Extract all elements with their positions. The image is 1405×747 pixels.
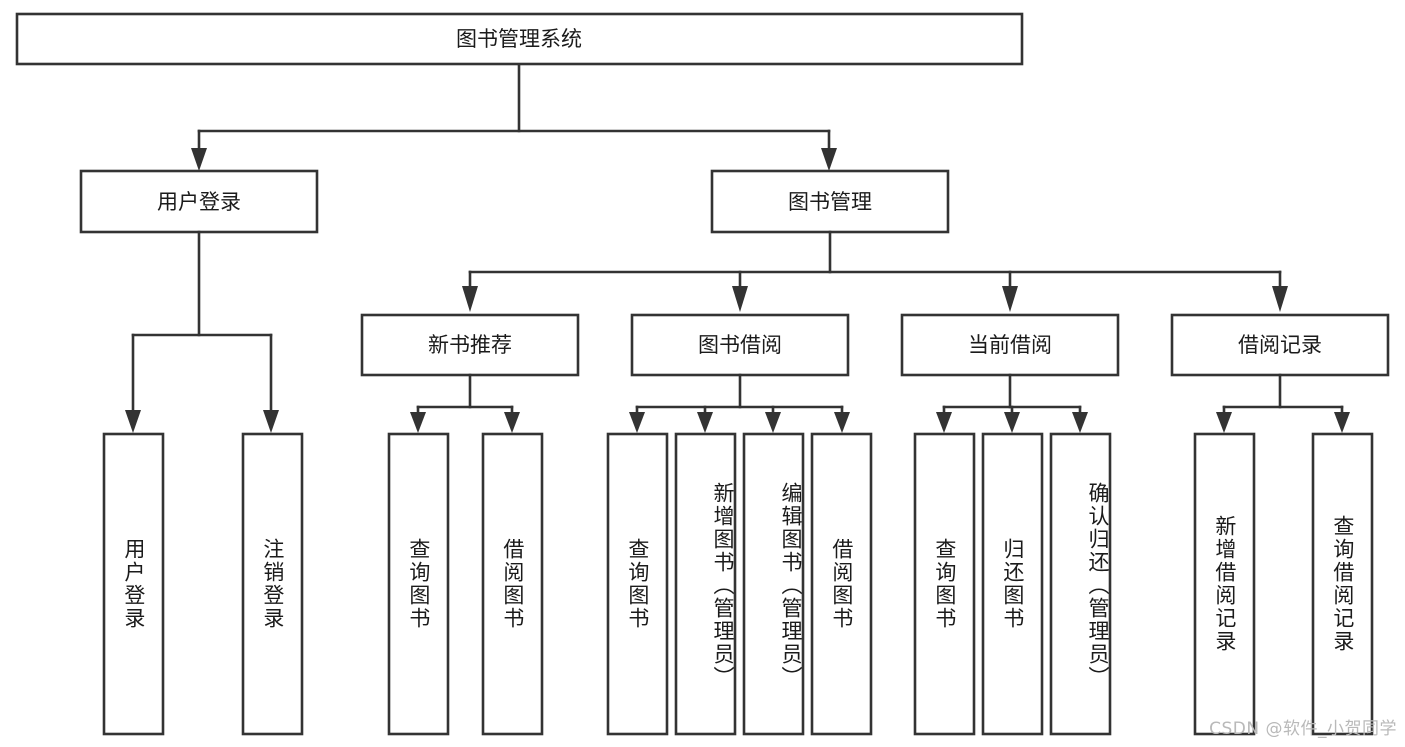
leaf-boxes	[102, 432, 1374, 736]
leaf-box-add-record	[1193, 432, 1256, 736]
node-book-manage-label: 图书管理	[788, 190, 872, 214]
leaf-box-query-book-1	[387, 432, 450, 736]
node-root-label: 图书管理系统	[456, 27, 582, 51]
connector-new-book-recommend-to-leaves	[410, 373, 520, 433]
node-user-login-label: 用户登录	[157, 190, 241, 214]
connector-book-manage-to-level3	[462, 230, 1288, 312]
leaf-box-logout-login	[241, 432, 304, 736]
leaf-box-add-book	[674, 432, 737, 736]
leaf-box-user-login	[102, 432, 165, 736]
connector-user-login-to-leaves	[125, 230, 279, 433]
node-new-book-recommend[interactable]: 新书推荐	[360, 313, 580, 377]
leaf-box-query-record	[1311, 432, 1374, 736]
node-root[interactable]: 图书管理系统	[15, 12, 1024, 66]
connector-borrow-record-to-leaves	[1216, 373, 1350, 433]
leaf-box-return-book	[981, 432, 1044, 736]
leaf-box-borrow-book-1	[481, 432, 544, 736]
connector-book-borrow-to-leaves	[629, 373, 850, 433]
node-current-borrow-label: 当前借阅	[968, 333, 1052, 357]
leaf-box-query-book-3	[913, 432, 976, 736]
leaf-box-confirm-return	[1049, 432, 1112, 736]
csdn-watermark: CSDN @软件_小贺同学	[1209, 719, 1397, 739]
node-borrow-record[interactable]: 借阅记录	[1170, 313, 1390, 377]
node-book-manage[interactable]: 图书管理	[710, 169, 950, 234]
leaf-box-borrow-book-2	[810, 432, 873, 736]
node-user-login[interactable]: 用户登录	[79, 169, 319, 234]
connector-root-to-level2	[191, 62, 837, 171]
leaf-box-edit-book	[742, 432, 805, 736]
node-book-borrow-label: 图书借阅	[698, 333, 782, 357]
node-book-borrow[interactable]: 图书借阅	[630, 313, 850, 377]
node-current-borrow[interactable]: 当前借阅	[900, 313, 1120, 377]
leaf-box-query-book-2	[606, 432, 669, 736]
node-borrow-record-label: 借阅记录	[1238, 333, 1322, 357]
connector-current-borrow-to-leaves	[936, 373, 1088, 433]
node-new-book-recommend-label: 新书推荐	[428, 333, 512, 357]
